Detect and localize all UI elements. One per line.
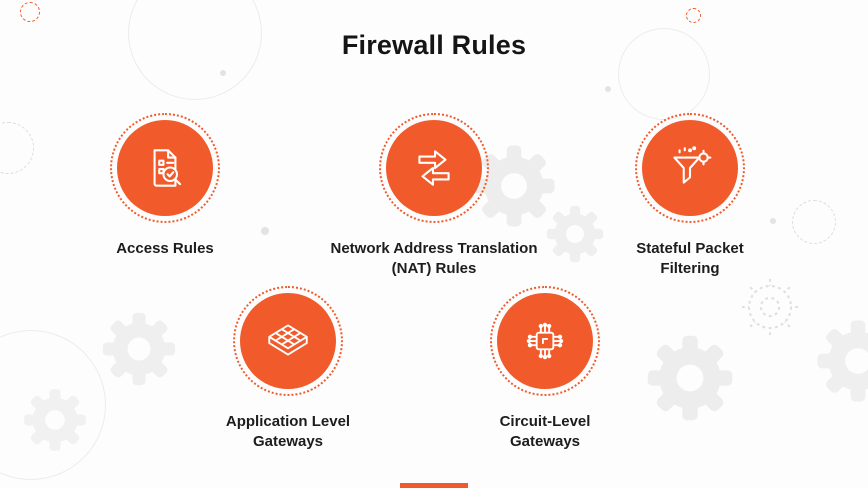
filter-funnel-icon [673,146,712,184]
dashed-gear-icon [735,272,805,342]
node-label: Access Rules [116,240,214,257]
node-application-gateways: Application Level Gateways [168,286,408,451]
circle-badge [497,293,593,389]
dotted-ring [635,113,745,223]
gear-icon [812,315,868,407]
dot-decoration [770,218,776,224]
node-label: Application Level Gateways [225,413,351,450]
layered-grid-icon [268,324,308,356]
page-title: Firewall Rules [341,30,527,60]
circuit-chip-icon [526,322,564,360]
dot-decoration [220,70,226,76]
dot-decoration [605,86,611,92]
orange-dotted-circle [686,8,701,23]
node-stateful-filtering: Stateful Packet Filtering [570,113,810,278]
dotted-ring [233,286,343,396]
node-label: Circuit-Level Gateways [499,413,591,450]
node-circuit-gateways: Circuit-Level Gateways [425,286,665,451]
node-label: Network Address Translation (NAT) Rules [330,240,538,277]
circle-badge [117,120,213,216]
node-label: Stateful Packet Filtering [636,240,744,277]
circle-decoration [0,330,106,480]
dot-decoration [261,227,269,235]
dotted-ring [490,286,600,396]
dotted-ring [110,113,220,223]
exchange-arrows-icon [418,150,450,186]
dotted-ring [379,113,489,223]
document-search-icon [153,149,182,187]
dashed-circle-decoration [792,200,836,244]
node-nat-rules: Network Address Translation (NAT) Rules [314,113,554,278]
dashed-circle-decoration [0,122,34,174]
accent-bottom-bar [400,483,468,488]
circle-badge [240,293,336,389]
circle-badge [642,120,738,216]
node-access-rules: Access Rules [45,113,285,259]
orange-dotted-circle [20,2,40,22]
circle-badge [386,120,482,216]
